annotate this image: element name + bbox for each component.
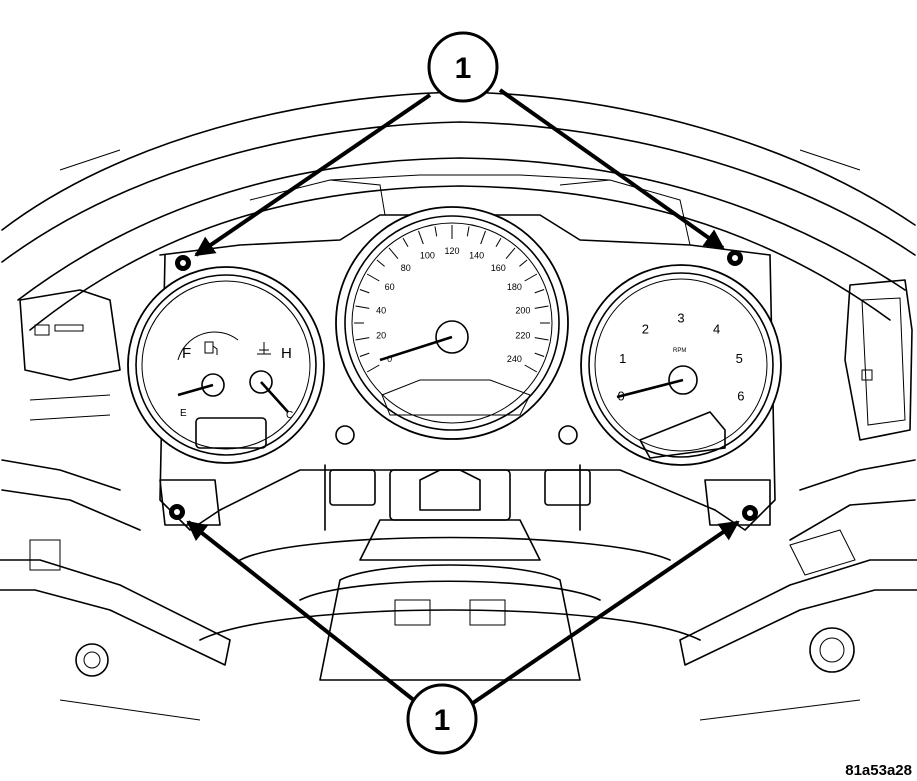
speedometer-label-60: 60 <box>385 282 395 292</box>
speedometer-tick <box>359 289 370 294</box>
speedometer-tick <box>366 273 380 282</box>
speedometer-label-100: 100 <box>420 250 435 260</box>
speedometer-tick <box>418 230 424 245</box>
speedometer-tick <box>524 273 538 282</box>
speedometer-tick <box>355 305 370 309</box>
speedometer-tick <box>480 230 486 245</box>
fuel-full-label: F <box>182 345 191 362</box>
callout-bottom-label: 1 <box>434 704 451 737</box>
speedometer-label-120: 120 <box>444 246 459 256</box>
speedometer-tick <box>434 226 438 237</box>
speedometer-tick <box>388 247 399 260</box>
arrow-lower-left <box>186 520 422 707</box>
steering-column <box>0 464 917 721</box>
speedometer-label-0: 0 <box>387 354 392 364</box>
speedometer-tick <box>505 247 516 260</box>
callout-top-label: 1 <box>455 52 472 85</box>
speedometer-label-140: 140 <box>469 250 484 260</box>
temp-cold-label: C <box>286 410 293 421</box>
callout-arrows <box>186 88 740 707</box>
speedometer-needle <box>379 335 453 362</box>
upper-right-screw <box>727 250 743 266</box>
tachometer-label-1: 1 <box>619 351 626 366</box>
speedometer-label-220: 220 <box>515 331 530 341</box>
tachometer-label-2: 2 <box>642 322 649 337</box>
speedometer-tick <box>534 337 549 341</box>
speedometer-label-200: 200 <box>515 306 530 316</box>
lower-left-screw <box>169 504 185 520</box>
callout-top: 1 <box>427 31 499 103</box>
fuel-temp-gauge: F E H C <box>127 266 325 464</box>
speedometer-tick <box>376 259 385 267</box>
figure-id: 81a53a28 <box>845 762 912 779</box>
dimmer-knob <box>558 425 578 445</box>
speedometer-tick <box>534 289 545 294</box>
speedometer-ticks <box>354 225 550 373</box>
tachometer-label-3: 3 <box>677 310 684 325</box>
speedometer-tick <box>359 352 370 357</box>
temp-sub-dial: H C <box>249 342 293 421</box>
callout-bottom: 1 <box>406 683 478 755</box>
speedometer-tick <box>366 364 380 373</box>
lower-right-screw <box>742 505 758 521</box>
coolant-temp-icon <box>257 342 271 355</box>
speedometer-label-240: 240 <box>507 354 522 364</box>
fuel-sub-dial: F E <box>177 331 239 419</box>
speedometer-label-20: 20 <box>376 331 386 341</box>
speedometer-label-160: 160 <box>491 263 506 273</box>
trip-reset-knob <box>335 425 355 445</box>
speedometer-label-80: 80 <box>401 263 411 273</box>
arrow-upper-right <box>498 88 725 250</box>
tachometer-needle <box>616 378 684 399</box>
upper-left-screw <box>175 255 191 271</box>
tachometer-label-4: 4 <box>713 322 720 337</box>
arrow-upper-left <box>194 93 432 257</box>
speedometer-tick <box>495 237 502 248</box>
speedometer-label-40: 40 <box>376 306 386 316</box>
speedometer-tick <box>402 237 409 248</box>
temp-hot-label: H <box>281 345 292 362</box>
speedometer-tick <box>534 352 545 357</box>
speedometer-tick <box>534 305 549 309</box>
tachometer-label-5: 5 <box>736 351 743 366</box>
svg-text:RPM: RPM <box>673 348 686 354</box>
speedometer-tick <box>355 337 370 341</box>
tachometer-label-6: 6 <box>737 388 744 403</box>
fuel-pump-icon <box>204 341 218 355</box>
speedometer-label-180: 180 <box>507 282 522 292</box>
arrow-lower-right <box>468 520 740 707</box>
speedometer-tick <box>466 226 470 237</box>
speedometer-tick <box>524 364 538 373</box>
dashboard-outline <box>1 91 916 541</box>
fuel-empty-label: E <box>180 408 187 419</box>
speedometer-tick <box>519 259 528 267</box>
